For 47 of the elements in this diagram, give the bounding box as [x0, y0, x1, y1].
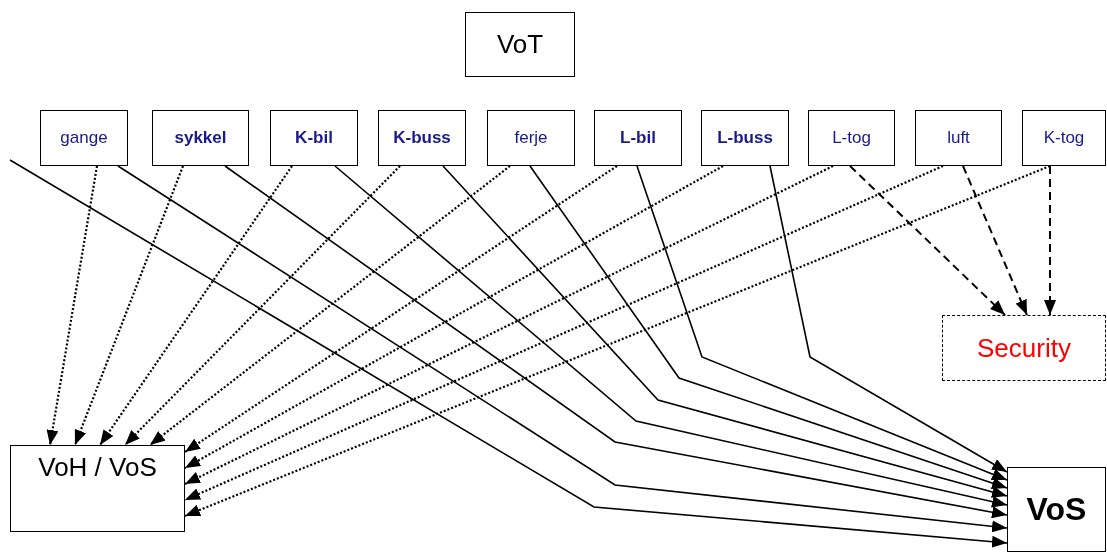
arrow	[184, 165, 724, 469]
box	[270, 110, 358, 166]
node-label: sykkel	[174, 128, 227, 148]
arrow	[636, 165, 1008, 481]
node-label: L-bil	[620, 128, 656, 148]
node-label: luft	[947, 128, 970, 148]
node-label: VoH / VoS	[38, 452, 157, 483]
dashed-box	[942, 315, 1106, 381]
node-label: Security	[977, 332, 1071, 364]
arrow	[9, 159, 1008, 548]
node-label: K-bil	[295, 128, 333, 148]
node-label: VoS	[1026, 491, 1087, 528]
node-label: K-tog	[1043, 128, 1085, 148]
arrow	[184, 165, 618, 453]
box	[594, 110, 682, 166]
box	[808, 110, 895, 166]
arrow	[529, 165, 1008, 489]
box	[1022, 110, 1106, 166]
box	[378, 110, 466, 166]
box	[915, 110, 1002, 166]
arrow	[442, 165, 1008, 498]
node-label: gange	[60, 128, 108, 148]
arrow	[334, 165, 1008, 508]
box	[40, 110, 128, 166]
box	[465, 12, 575, 77]
node-label: ferje	[514, 128, 548, 148]
arrow	[769, 165, 1008, 473]
arrow	[184, 165, 834, 485]
arrow	[117, 165, 1008, 533]
arrow	[849, 165, 1006, 316]
arrow	[99, 165, 293, 446]
box	[1007, 467, 1106, 552]
arrow	[73, 165, 185, 446]
arrow	[124, 165, 401, 446]
node-label: L-buss	[717, 128, 773, 148]
box	[10, 445, 185, 532]
arrow	[962, 165, 1028, 316]
arrow	[46, 165, 99, 446]
arrow	[1044, 165, 1056, 316]
node-label: L-tog	[832, 128, 871, 148]
box	[152, 110, 249, 166]
arrow	[149, 165, 511, 446]
arrow	[184, 165, 944, 501]
node-label: VoT	[496, 29, 544, 60]
node-label: K-buss	[393, 128, 451, 148]
box	[701, 110, 789, 166]
box	[487, 110, 575, 166]
